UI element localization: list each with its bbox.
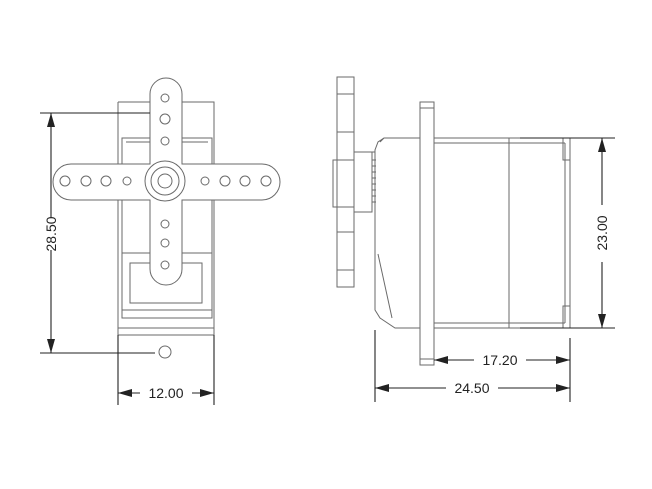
horn-boss (332, 159, 338, 208)
front-view: 28.50 12.00 (40, 77, 281, 405)
servo-body-outline (117, 101, 215, 400)
mounting-flange (419, 101, 435, 366)
horn-hub (144, 160, 186, 202)
dimension-12-00: 12.00 (117, 335, 215, 405)
side-view: 23.00 17.20 24.50 (332, 76, 615, 402)
dimension-23-00: 23.00 (520, 137, 615, 329)
spline-teeth (372, 159, 376, 203)
horn-hub-ring (150, 166, 180, 196)
horn-holes (59, 93, 272, 270)
mounting-hole (158, 345, 172, 359)
dimension-label: 17.20 (482, 352, 517, 368)
gear-cover (372, 137, 420, 329)
flange-edge (420, 107, 434, 360)
dimension-label: 12.00 (148, 385, 183, 401)
servo-body-side (434, 137, 571, 329)
dimension-28-50: 28.50 (40, 112, 155, 354)
horn-disc-side (336, 76, 355, 288)
output-spline (353, 151, 373, 213)
dimension-label: 23.00 (594, 215, 610, 250)
dimension-24-50: 24.50 (374, 330, 570, 402)
dimension-label: 28.50 (43, 216, 59, 251)
dimension-17-20: 17.20 (434, 338, 571, 402)
servo-horn (52, 77, 281, 286)
output-shaft (157, 173, 173, 189)
dimension-label: 24.50 (454, 380, 489, 396)
case-tabs (562, 138, 570, 328)
